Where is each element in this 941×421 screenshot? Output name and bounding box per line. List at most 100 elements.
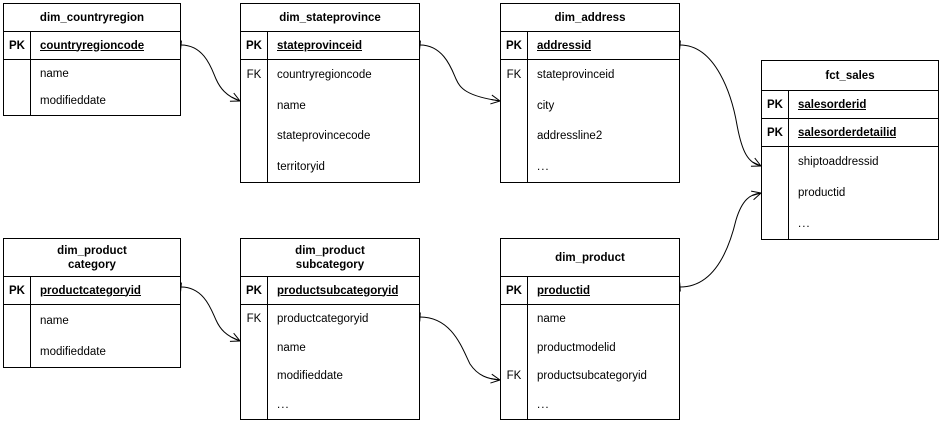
column-name: salesorderid [798,98,867,111]
column-name: salesorderdetailid [798,126,897,139]
key-badge: PK [241,277,268,304]
attribute-column: countryregioncode name stateprovincecode te… [268,60,419,182]
attribute-column: shiptoaddressid productid... [789,147,938,239]
attribute-key-blank [762,178,788,209]
attribute-group: FK countryregioncode name stateprovincecode… [241,60,419,182]
primary-key-row[interactable]: PK stateprovinceid [241,32,419,60]
key-badge: PK [762,91,789,118]
attribute-row[interactable]: name [40,314,69,327]
attribute-key-blank [4,60,30,88]
attribute-column: name productmodelid productsubcategoryid..… [528,305,679,419]
attribute-row[interactable]: ... [537,160,550,173]
key-badge: PK [762,119,789,146]
foreign-key-badge: FK [506,370,522,383]
primary-key-row[interactable]: PK addressid [501,32,679,60]
attribute-row[interactable]: modifieddate [277,370,343,383]
attribute-group: shiptoaddressid productid... [762,147,938,239]
entity-title: dim_stateprovince [241,4,419,32]
attribute-column: stateprovinceid city addressline2... [528,60,679,182]
attribute-key-blank [501,391,527,420]
key-column [4,60,31,115]
attribute-row[interactable]: productsubcategoryid [537,370,647,383]
entity-title: dim_address [501,4,679,32]
attribute-column: productcategoryid name modifieddate... [268,305,419,419]
attribute-group: FK name productmodelid productsubcategoryid… [501,305,679,419]
attribute-key-blank [4,88,30,116]
entity-title: fct_sales [762,61,938,91]
attribute-key-blank [501,121,527,152]
attribute-row[interactable]: shiptoaddressid [798,156,879,169]
attribute-row[interactable]: countryregioncode [277,69,372,82]
attribute-key-blank [762,147,788,178]
attribute-group: name modifieddate [4,305,180,367]
attribute-row[interactable]: modifieddate [40,345,106,358]
attribute-row[interactable]: name [277,99,306,112]
key-column [762,147,789,239]
attribute-row[interactable]: productcategoryid [277,313,369,326]
attribute-row[interactable]: ... [277,398,290,411]
key-badge: PK [4,32,31,59]
attribute-row[interactable]: productmodelid [537,341,616,354]
entity-title: dim_product subcategory [241,239,419,277]
foreign-key-badge: FK [246,69,262,82]
attribute-key-blank [4,336,30,367]
primary-key-row[interactable]: PK salesorderdetailid [762,119,938,147]
entity-title: dim_product category [4,239,180,277]
attribute-key-blank [241,152,267,183]
attribute-key-blank [4,305,30,336]
key-badge: PK [241,32,268,59]
column-name: productid [537,284,591,297]
entity-title: dim_product [501,239,679,277]
attribute-row[interactable]: territoryid [277,160,325,173]
attribute-row[interactable]: name [537,313,566,326]
attribute-row[interactable]: stateprovinceid [537,69,615,82]
attribute-row[interactable]: name [277,341,306,354]
column-name: productcategoryid [40,284,141,297]
key-badge: PK [501,32,528,59]
column-name: addressid [537,39,592,52]
key-column: FK [241,305,268,419]
attribute-column: name modifieddate [31,60,180,115]
attribute-row[interactable]: name [40,67,69,80]
attribute-row[interactable]: ... [537,398,550,411]
attribute-row[interactable]: city [537,99,555,112]
attribute-row[interactable]: addressline2 [537,130,603,143]
attribute-key-blank [241,362,267,391]
attribute-key-blank [241,391,267,420]
entity-title: dim_countryregion [4,4,180,32]
attribute-row[interactable]: modifieddate [40,95,106,108]
attribute-key-blank [501,305,527,334]
attribute-group: FK stateprovinceid city addressline2... [501,60,679,182]
key-column [4,305,31,367]
attribute-row[interactable]: productid [798,187,846,199]
attribute-key-blank [241,334,267,363]
column-name: stateprovinceid [277,39,362,52]
attribute-key-blank [501,334,527,363]
attribute-key-blank [501,91,527,122]
attribute-key-blank [241,121,267,152]
foreign-key-badge: FK [506,69,522,82]
attribute-column: name modifieddate [31,305,180,367]
attribute-row[interactable]: ... [798,217,811,230]
attribute-row[interactable]: stateprovincecode [277,130,371,143]
primary-key-row[interactable]: PK salesorderid [762,91,938,119]
